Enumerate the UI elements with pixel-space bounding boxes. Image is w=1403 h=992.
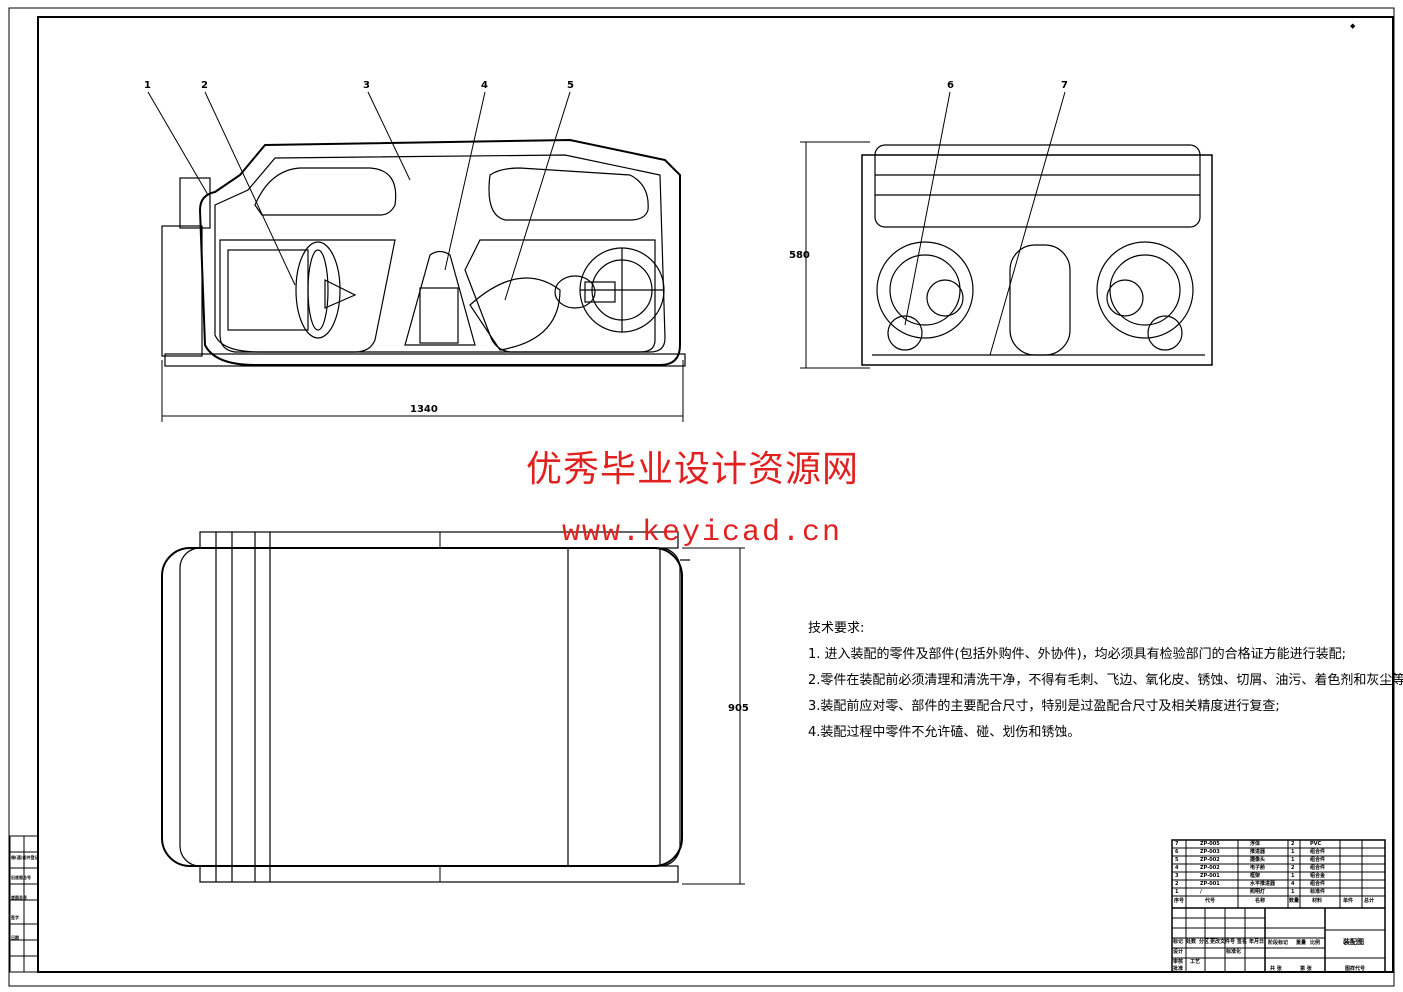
parts-cell-material: 组合件	[1310, 865, 1326, 871]
leader-lines	[147, 91, 1066, 356]
parts-cell-name: 浮体	[1250, 841, 1261, 847]
corner-mark: ◆	[1350, 22, 1356, 30]
requirements-heading: 技术要求:	[808, 621, 865, 636]
part-label-7: 7	[1061, 80, 1068, 91]
parts-header-no: 序号	[1174, 898, 1185, 904]
side-strip-label: 底图总号	[11, 895, 27, 900]
part-label-5: 5	[567, 80, 574, 91]
parts-cell-code: ZP-003	[1200, 849, 1220, 855]
parts-cell-no: 5	[1175, 857, 1179, 863]
parts-cell-no: 4	[1175, 865, 1179, 871]
title-block-label: 共 张	[1270, 966, 1282, 972]
parts-cell-qty: 4	[1291, 881, 1295, 887]
parts-cell-code: ZP-001	[1200, 873, 1220, 879]
part-label-4: 4	[481, 80, 488, 91]
parts-cell-no: 3	[1175, 873, 1179, 879]
title-block-label: 分区	[1199, 939, 1210, 945]
title-block-label: 工艺	[1190, 959, 1201, 965]
parts-header-qty: 数量	[1289, 898, 1300, 904]
parts-cell-name: 框架	[1250, 873, 1261, 879]
requirement-item: 4.装配过程中零件不允许磕、碰、划伤和锈蚀。	[808, 725, 1081, 740]
technical-requirements: 技术要求: 1. 进入装配的零件及部件(包括外购件、外协件)，均必须具有检验部门…	[808, 616, 1403, 746]
title-block-label: 第 张	[1300, 966, 1312, 972]
parts-cell-qty: 1	[1291, 849, 1295, 855]
title-block-label: 阶段标记	[1268, 940, 1289, 946]
parts-header-name: 名称	[1255, 898, 1266, 904]
parts-cell-no: 6	[1175, 849, 1179, 855]
parts-cell-name: 推进器	[1250, 849, 1266, 855]
drawing-name: 装配图	[1343, 938, 1364, 946]
parts-cell-code: ZP-002	[1200, 865, 1220, 871]
parts-header-unit: 单件	[1343, 898, 1354, 904]
title-block-label: 图样代号	[1345, 966, 1366, 972]
requirement-item: 1. 进入装配的零件及部件(包括外购件、外协件)，均必须具有检验部门的合格证方能…	[808, 647, 1347, 662]
parts-cell-material: 组合件	[1310, 857, 1326, 863]
parts-cell-qty: 1	[1291, 873, 1295, 879]
part-label-1: 1	[144, 80, 151, 91]
parts-cell-material: 组合件	[1310, 881, 1326, 887]
side-strip	[9, 835, 39, 973]
side-strip-label: 签字	[11, 915, 19, 920]
dimension-width-text: 905	[728, 703, 749, 714]
title-block-label: 签名	[1237, 939, 1248, 945]
watermark-title: 优秀毕业设计资源网	[526, 449, 860, 490]
side-view	[800, 141, 1213, 369]
title-block-label: 重量	[1296, 940, 1307, 946]
title-block-label: 批准	[1173, 966, 1184, 972]
parts-cell-qty: 1	[1291, 857, 1295, 863]
requirement-item: 2.零件在装配前必须清理和清洗干净，不得有毛刺、飞边、氧化皮、锈蚀、切屑、油污、…	[808, 673, 1403, 688]
parts-header-code: 代号	[1205, 898, 1216, 904]
title-block-label: 标准化	[1226, 949, 1242, 955]
parts-cell-code: ZP-005	[1200, 841, 1220, 847]
dimension-length	[161, 360, 684, 422]
part-label-3: 3	[363, 80, 370, 91]
parts-cell-no: 7	[1175, 841, 1179, 847]
title-block-grid	[1171, 839, 1386, 973]
parts-cell-qty: 1	[1291, 889, 1295, 895]
title-block-label: 年月日	[1249, 939, 1265, 945]
parts-cell-material: 铝合金	[1310, 873, 1326, 879]
front-view	[161, 138, 686, 367]
parts-cell-material: 组合件	[1310, 849, 1326, 855]
title-block-label: 更改文件号	[1210, 939, 1236, 945]
title-block-label: 设计	[1173, 949, 1184, 955]
parts-cell-code: /	[1200, 889, 1202, 895]
parts-cell-name: 水平推进器	[1250, 881, 1276, 887]
dimension-height-text: 580	[789, 250, 810, 261]
side-strip-label: 日期	[11, 935, 19, 940]
title-block-label: 标记	[1173, 939, 1184, 945]
part-label-6: 6	[947, 80, 954, 91]
watermark-url[interactable]: www.keyicad.cn	[562, 516, 843, 550]
parts-cell-code: ZP-002	[1200, 857, 1220, 863]
inner-border	[37, 16, 1394, 973]
parts-cell-name: 照明灯	[1250, 889, 1266, 895]
parts-cell-qty: 2	[1291, 865, 1295, 871]
side-strip-label: 借(通)用件登记	[11, 855, 39, 860]
parts-cell-name: 摄像头	[1250, 857, 1266, 863]
parts-cell-no: 1	[1175, 889, 1179, 895]
parts-header-material: 材料	[1312, 898, 1323, 904]
parts-cell-material: 标准件	[1310, 889, 1326, 895]
parts-header-total: 总计	[1364, 898, 1375, 904]
requirement-item: 3.装配前应对零、部件的主要配合尺寸，特别是过盈配合尺寸及相关精度进行复查;	[808, 699, 1280, 714]
parts-cell-material: PVC	[1310, 841, 1322, 847]
parts-cell-qty: 2	[1291, 841, 1295, 847]
parts-cell-name: 电子舱	[1250, 865, 1266, 871]
top-view	[161, 531, 745, 885]
parts-cell-code: ZP-001	[1200, 881, 1220, 887]
part-label-2: 2	[201, 80, 208, 91]
title-block-label: 比例	[1310, 940, 1321, 946]
title-block-label: 审核	[1173, 959, 1184, 965]
dimension-length-text: 1340	[410, 404, 438, 415]
side-strip-label: 旧底图总号	[11, 875, 31, 880]
title-block-label: 处数	[1186, 939, 1197, 945]
parts-cell-no: 2	[1175, 881, 1179, 887]
